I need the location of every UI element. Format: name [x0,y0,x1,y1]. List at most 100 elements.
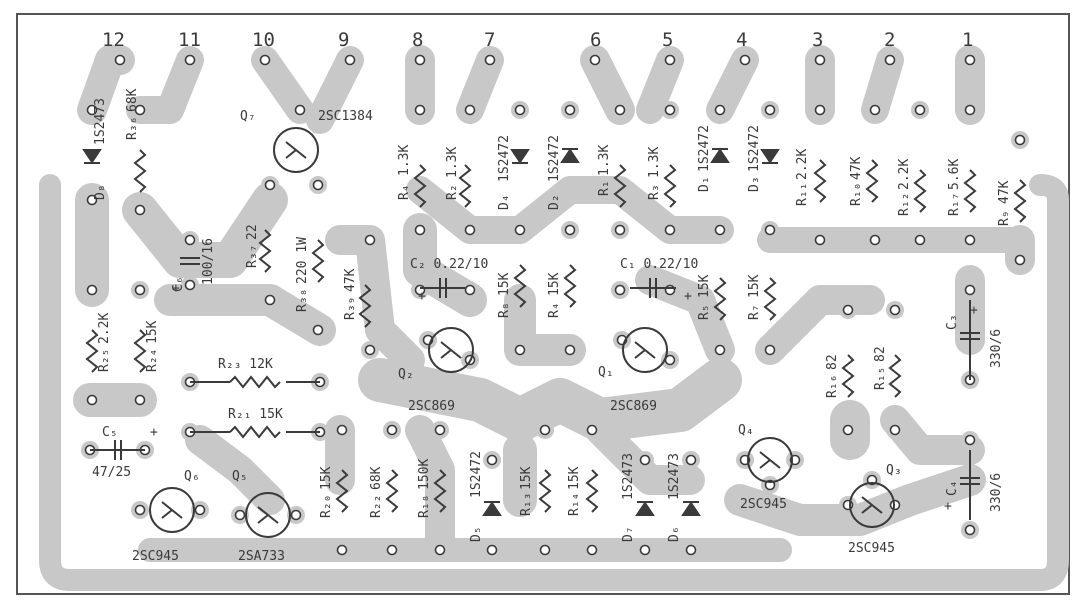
solder-pad [661,221,679,239]
label-r20: R₂₀ [319,495,334,518]
solder-pad [536,541,554,559]
label-c4-plus: + [944,499,952,514]
solder-pad [661,101,679,119]
solder-pad [131,501,149,519]
label-d3-value: 1S2472 [747,125,762,172]
label-r24-value: 15K [145,320,160,344]
solder-pad [1011,251,1029,269]
pin-label-12: 12 [102,29,125,51]
label-q3: Q₃ [886,463,902,478]
label-r16: R₁₆ [825,375,840,398]
solder-pad [461,101,479,119]
solder-pad [261,291,279,309]
solder-pad [333,541,351,559]
label-r39-value: 47K [343,268,358,292]
label-r12: R₁₂ [897,193,912,216]
label-d6: D₆ [667,526,682,542]
solder-pad [411,51,429,69]
label-c3-value: 330/6 [989,329,1004,368]
solder-pad [583,421,601,439]
label-c2: C₂ 0.22/10 [410,257,488,272]
solder-pad [811,101,829,119]
label-c6-plus: + [172,281,180,296]
label-c1: C₁ 0.22/10 [620,257,698,272]
label-r12-value: 2.2K [897,159,912,190]
label-r4-bottom-value: 15K [547,272,562,296]
pin-label-2: 2 [884,29,895,51]
solder-pad [761,476,779,494]
label-r17: R₁₇ [947,193,962,216]
solder-pad [231,506,249,524]
solder-pad [431,421,449,439]
solder-pad [511,341,529,359]
solder-pad [611,101,629,119]
solder-pad [682,541,700,559]
solder-pad [361,341,379,359]
solder-pad [881,51,899,69]
solder-pad [483,541,501,559]
solder-pad [761,101,779,119]
label-d6-value: 1S2473 [667,453,682,500]
solder-pad [661,281,679,299]
pin-label-1: 1 [962,29,973,51]
label-q2: Q₂ [398,367,414,382]
solder-pad [461,221,479,239]
solder-pad [83,281,101,299]
label-r5-value: 15K [697,274,712,298]
solder-pad [866,101,884,119]
label-r10: R₁₀ [849,183,864,206]
label-q5-value: 2SA733 [238,549,285,564]
solder-pad [181,51,199,69]
pin-label-4: 4 [736,29,747,51]
label-r11: R₁₁ [795,183,810,206]
component-labels: D₈ 1S2473 R₃₆ 68K Q₇ 2SC1384 C₆ 100/16 +… [92,88,1012,564]
solder-pad [613,331,631,349]
label-d2: D₂ [547,194,562,210]
solder-pad [291,101,309,119]
label-r8: R₈ [497,302,512,318]
label-q4-value: 2SC945 [740,497,787,512]
label-r9: R₉ [997,210,1012,226]
label-c2-plus: + [418,289,426,304]
label-c6: C₆ [171,276,186,292]
solder-pad [761,341,779,359]
label-r4-top-value: 1.3K [397,145,412,176]
label-c4-value: 330/6 [989,473,1004,512]
label-r21: R₂₁ 15K [228,407,283,422]
solder-pad [736,451,754,469]
solder-pad [961,51,979,69]
label-r25-value: 2.2K [97,313,112,344]
solder-pad [511,101,529,119]
label-r24: R₂₄ [145,349,160,372]
solder-pad [736,51,754,69]
label-r3: R₃ [647,184,662,200]
resistor-symbol [85,149,1027,513]
label-q4: Q₄ [738,423,754,438]
label-q6-value: 2SC945 [132,549,179,564]
solder-pad [131,391,149,409]
capacitor-symbol [90,257,980,520]
label-d5-value: 1S2472 [469,451,484,498]
solder-pad [83,101,101,119]
solder-pad [419,331,437,349]
solder-pad [83,391,101,409]
solder-pad [309,321,327,339]
label-r36-value: 68K [125,88,140,112]
label-r23: R₂₃ 12K [218,357,273,372]
label-r2: R₂ [445,184,460,200]
solder-pad [536,421,554,439]
label-d8-value: 1S2473 [93,98,108,145]
solder-pad [886,301,904,319]
solder-pad [863,471,881,489]
label-d4: D₄ [497,194,512,210]
label-r38: R₃₈ [295,289,310,312]
label-d4-value: 1S2472 [497,135,512,182]
label-c3: C₃ [945,314,960,330]
solder-pad [811,231,829,249]
label-r4-bottom: R₄ [547,302,562,318]
component-symbols [82,127,1027,538]
label-r7-value: 15K [747,274,762,298]
label-r13-value: 15K [519,466,534,490]
solder-pad [636,451,654,469]
